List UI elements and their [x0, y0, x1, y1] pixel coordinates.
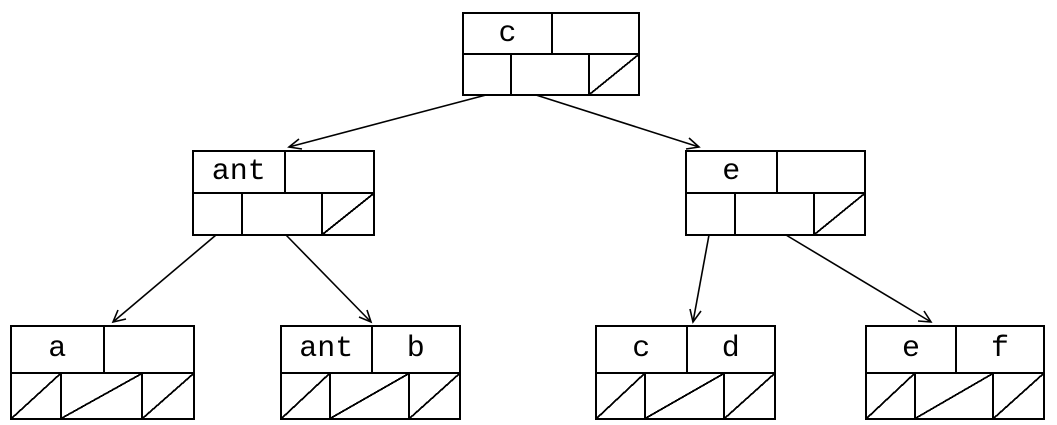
tree-node-internal-left: ant	[192, 150, 375, 236]
edge-internal-right-to-leaf-c-d	[689, 234, 710, 324]
null-pointer-cell	[643, 373, 723, 418]
null-pointer-cell	[328, 373, 408, 418]
tree-node-leaf-e-f: e f	[865, 325, 1045, 420]
edge-root-to-internal-right	[535, 94, 701, 150]
key-cell-empty	[283, 152, 374, 192]
null-pointer-cell	[812, 194, 864, 234]
null-pointer-cell	[407, 373, 459, 418]
pointer-row	[12, 373, 193, 418]
key-cell: d	[685, 327, 775, 372]
null-pointer-cell	[587, 55, 638, 94]
pointer-cell	[464, 55, 510, 94]
pointer-row	[597, 373, 774, 418]
pointer-cell	[241, 194, 321, 234]
tree-node-leaf-c-d: c d	[595, 325, 776, 420]
null-pointer-cell	[991, 373, 1043, 418]
key-cell-empty	[102, 327, 194, 372]
key-row: ant	[194, 152, 373, 194]
key-cell: c	[632, 332, 651, 367]
key-cell: ant	[299, 332, 354, 367]
key-cell: f	[955, 327, 1043, 372]
pointer-cell	[194, 194, 241, 234]
null-pointer-cell	[867, 373, 914, 418]
key-cell: ant	[211, 155, 266, 189]
null-pointer-cell	[282, 373, 329, 418]
key-row: c d	[597, 327, 774, 374]
key-cell: c	[498, 16, 517, 51]
key-row: e f	[867, 327, 1043, 374]
key-cell: e	[722, 155, 741, 189]
pointer-row	[867, 373, 1043, 418]
key-cell-empty	[775, 152, 865, 192]
tree-node-leaf-a: a	[10, 325, 195, 420]
edge-internal-left-to-leaf-ant-b	[285, 234, 373, 324]
pointer-row	[464, 55, 638, 94]
pointer-cell	[687, 194, 734, 234]
key-row: c	[464, 14, 638, 55]
null-pointer-cell	[321, 194, 373, 234]
pointer-row	[282, 373, 459, 418]
null-pointer-cell	[12, 373, 60, 418]
tree-node-internal-right: e	[685, 150, 866, 236]
tree-node-leaf-ant-b: ant b	[280, 325, 461, 420]
key-row: ant b	[282, 327, 459, 374]
key-cell-empty	[551, 14, 638, 53]
edge-internal-left-to-leaf-a	[111, 234, 217, 324]
key-cell: b	[370, 327, 460, 372]
pointer-row	[194, 194, 373, 234]
pointer-cell	[733, 194, 813, 234]
key-cell: a	[48, 332, 67, 367]
null-pointer-cell	[722, 373, 774, 418]
null-pointer-cell	[597, 373, 644, 418]
edge-root-to-internal-left	[287, 94, 487, 150]
tree-node-root: c	[462, 12, 640, 96]
key-row: e	[687, 152, 864, 194]
null-pointer-cell	[59, 373, 141, 418]
pointer-cell	[510, 55, 587, 94]
key-cell: e	[901, 332, 920, 367]
null-pointer-cell	[140, 373, 193, 418]
null-pointer-cell	[913, 373, 992, 418]
edge-internal-right-to-leaf-e-f	[785, 234, 933, 323]
pointer-row	[687, 194, 864, 234]
key-row: a	[12, 327, 193, 374]
